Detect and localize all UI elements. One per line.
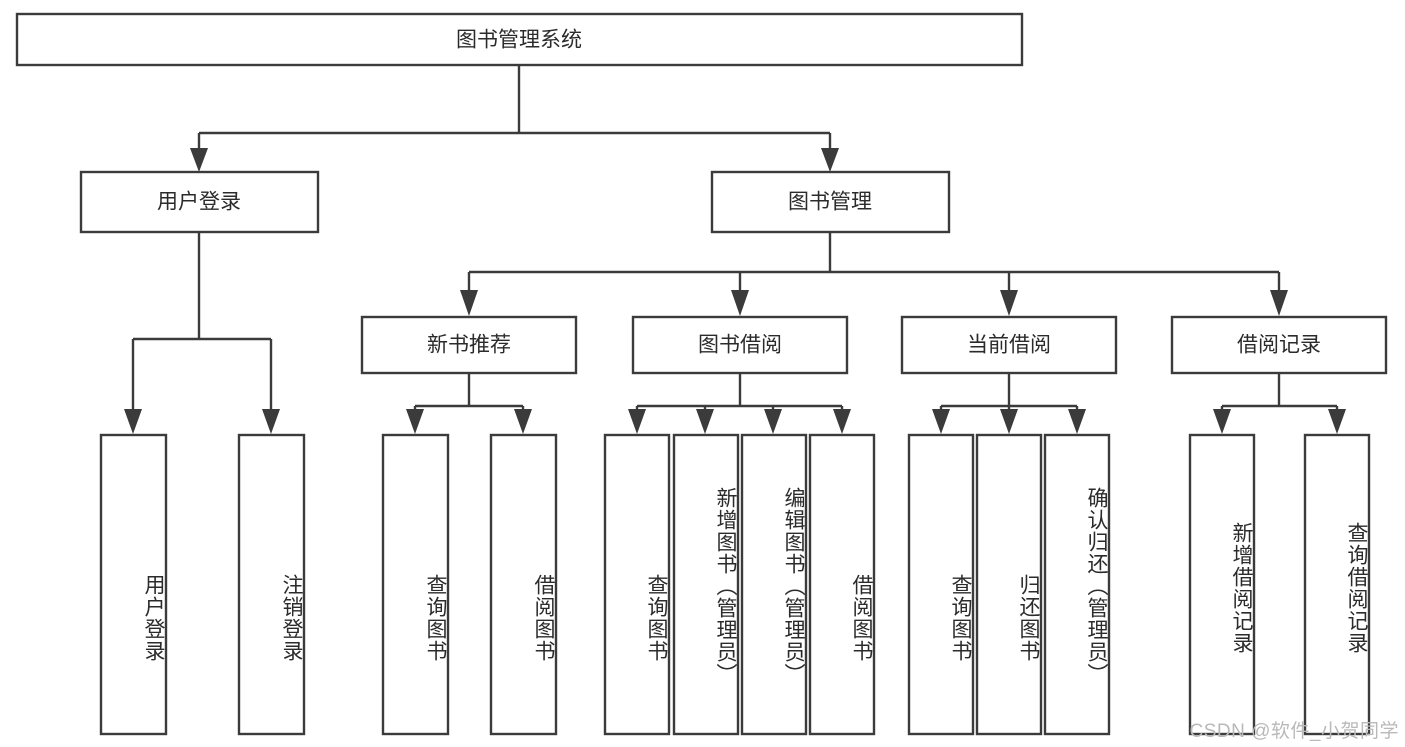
arrow-book-mgmt [821,148,839,172]
leaf-box-book-borrow-4[interactable] [808,433,876,736]
leaf-box-user-login-1[interactable] [99,433,168,736]
leaf-box-book-borrow-2[interactable] [672,433,740,736]
arrow-nb-c1 [406,409,424,434]
connector-group [124,65,1346,434]
arrow-br-c1 [1213,409,1231,434]
leaf-box-new-book-1[interactable] [381,433,450,736]
node-current-borrow-label: 当前借阅 [967,334,1051,357]
leaf-box-book-borrow-1[interactable] [603,433,671,736]
arrow-cb-c1 [932,409,950,434]
node-new-book-recommend-box[interactable] [360,315,578,375]
node-new-book-recommend[interactable]: 新书推荐 [360,315,578,375]
node-user-login[interactable]: 用户登录 [79,170,320,234]
node-book-management-box[interactable] [710,170,951,234]
node-root-box[interactable] [15,12,1024,67]
node-borrow-record-label: 借阅记录 [1237,334,1321,357]
leaf-box-borrow-record-2[interactable] [1303,433,1371,736]
arrow-cb-c2 [1000,409,1018,434]
node-book-borrow[interactable]: 图书借阅 [631,315,849,375]
node-book-borrow-box[interactable] [631,315,849,375]
leaf-box-current-borrow-2[interactable] [975,433,1043,736]
arrow-record [1270,290,1288,316]
arrow-user-login [190,148,208,172]
node-borrow-record[interactable]: 借阅记录 [1170,315,1388,375]
arrow-ul-child2 [262,409,280,434]
arrow-cb-c3 [1068,409,1086,434]
arrow-bb-c1 [628,409,646,434]
leaf-box-user-login-2[interactable] [237,433,306,736]
arrow-nb-c2 [514,409,532,434]
arrow-borrow [731,290,749,316]
arrow-current [1000,290,1018,316]
node-current-borrow[interactable]: 当前借阅 [900,315,1118,375]
watermark-text: CSDN @软件_小贺同学 [1189,721,1399,742]
arrow-ul-child1 [124,409,142,434]
node-user-login-label: 用户登录 [157,191,241,214]
node-book-management-label: 图书管理 [788,191,872,214]
node-current-borrow-box[interactable] [900,315,1118,375]
leaf-box-book-borrow-3[interactable] [740,433,808,736]
arrow-bb-c4 [833,409,851,434]
node-root[interactable]: 图书管理系统 [15,12,1024,67]
arrow-bb-c3 [764,409,782,434]
leaf-box-current-borrow-3[interactable] [1043,433,1111,736]
node-borrow-record-box[interactable] [1170,315,1388,375]
node-user-login-box[interactable] [79,170,320,234]
leaf-box-borrow-record-1[interactable] [1188,433,1256,736]
leaf-box-new-book-2[interactable] [489,433,558,736]
arrow-br-c2 [1328,409,1346,434]
arrow-bb-c2 [696,409,714,434]
node-book-management[interactable]: 图书管理 [710,170,951,234]
arrow-newbook [460,290,478,316]
node-root-label: 图书管理系统 [456,29,582,52]
leaf-box-current-borrow-1[interactable] [907,433,975,736]
node-book-borrow-label: 图书借阅 [698,334,782,357]
node-new-book-recommend-label: 新书推荐 [427,334,511,357]
